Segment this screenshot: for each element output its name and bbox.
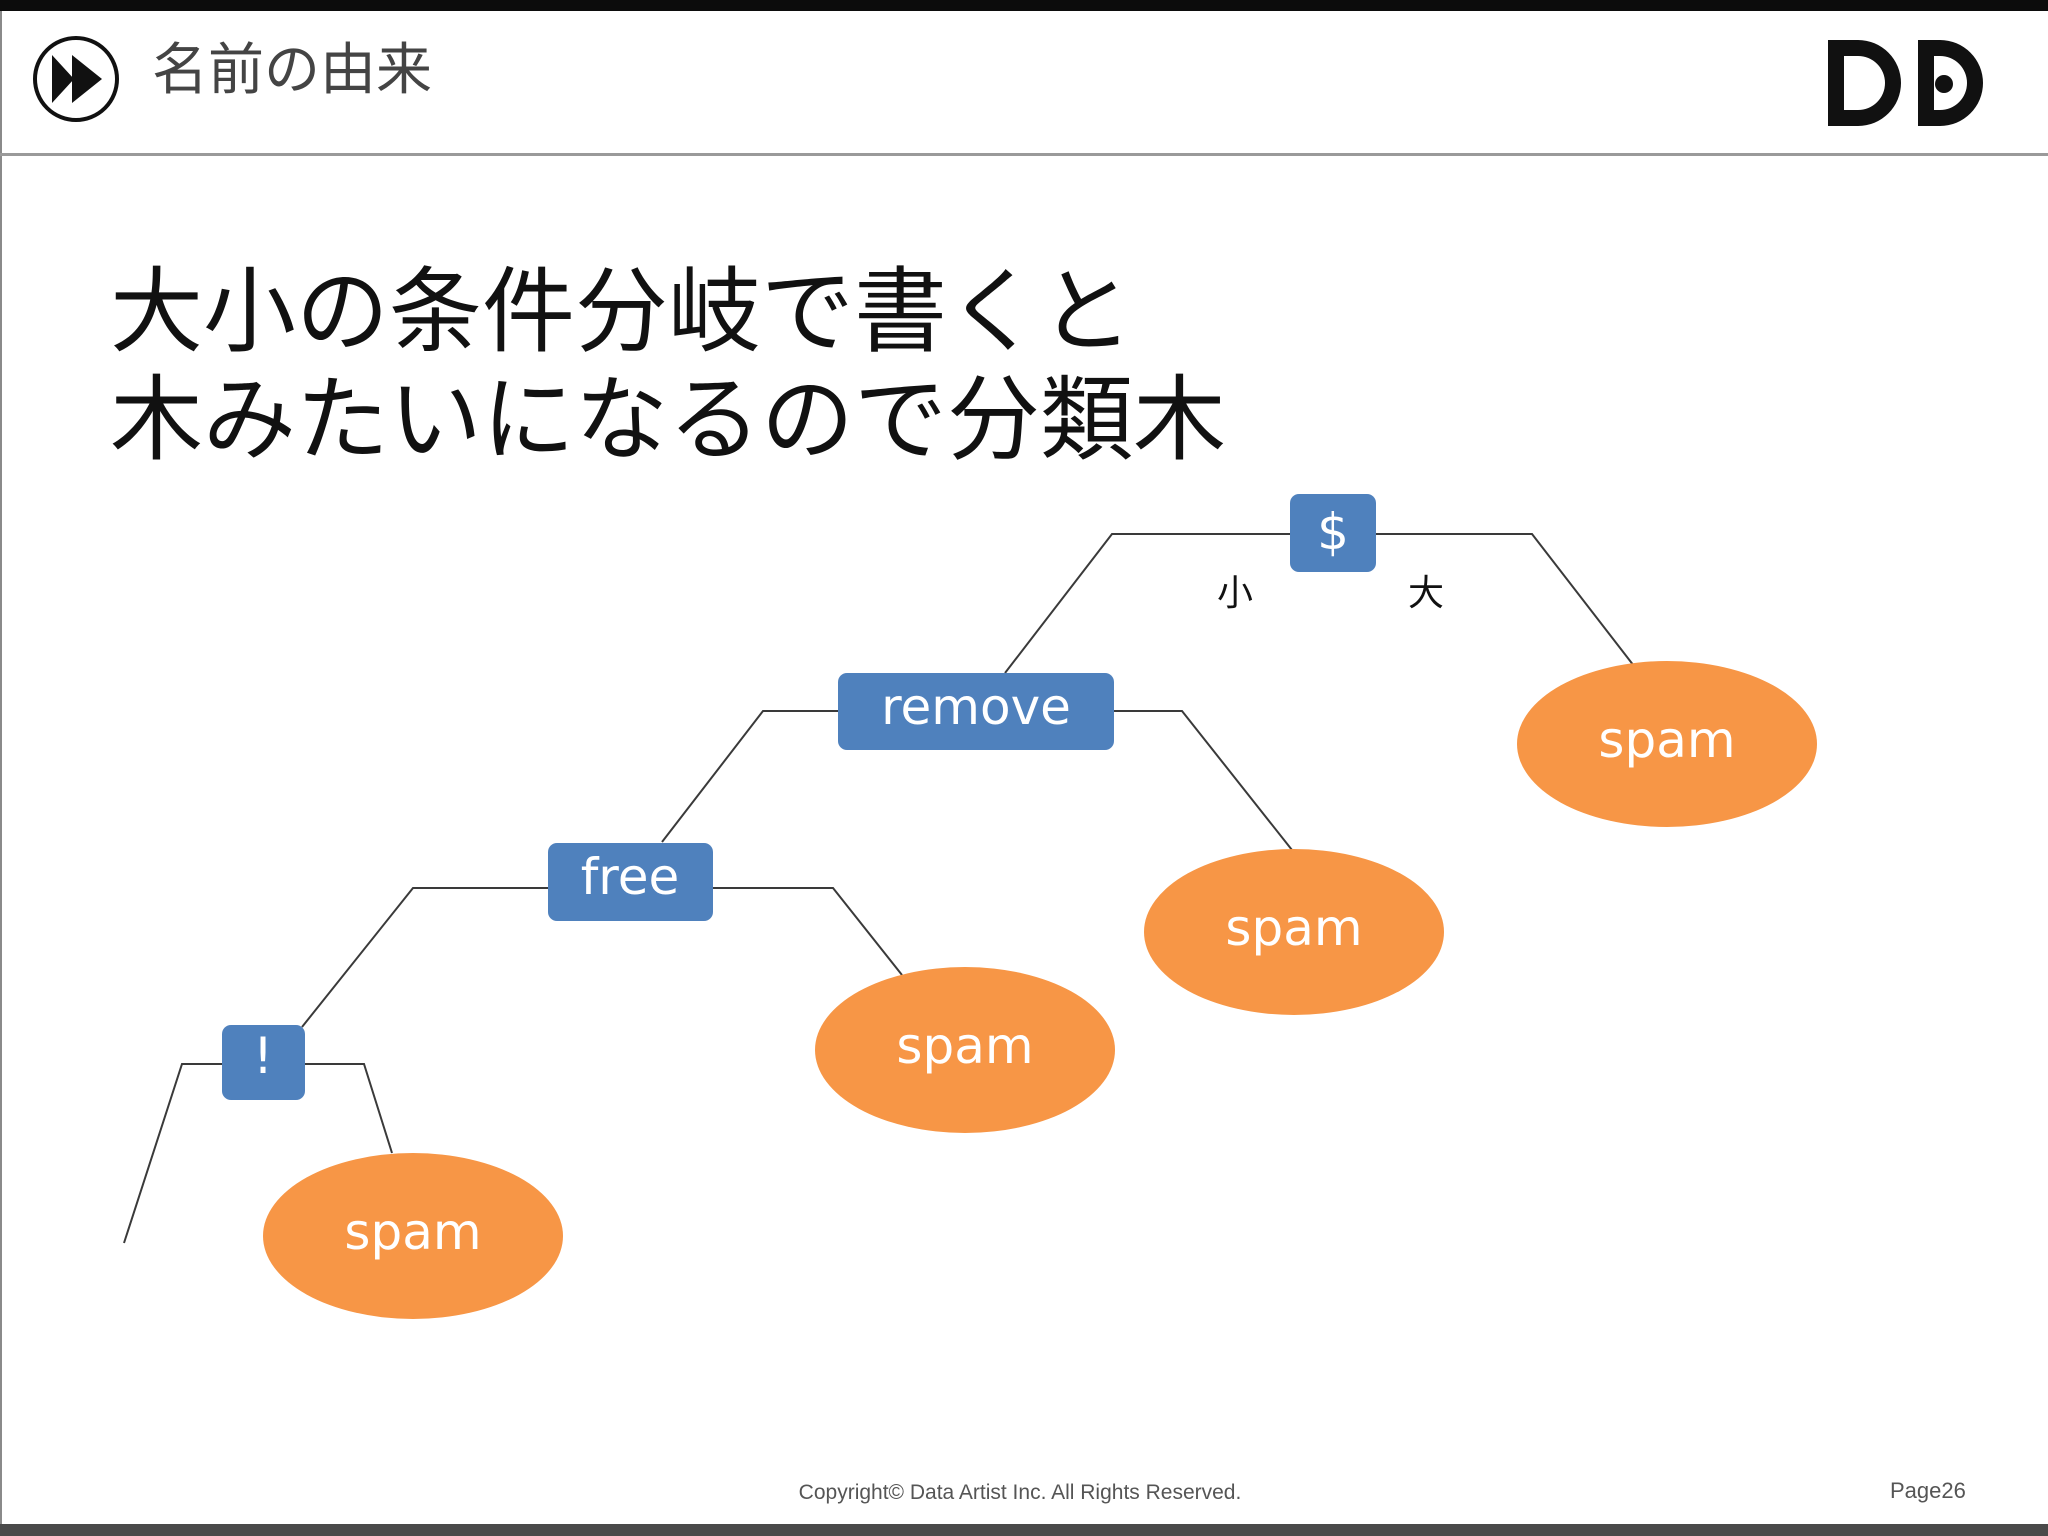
leaf-spam-4: spam <box>263 1153 563 1319</box>
branch-label-small: 小 <box>1217 573 1253 614</box>
branch-label-large: 大 <box>1408 573 1444 614</box>
section-title: 名前の由来 <box>152 38 432 103</box>
svg-text:free: free <box>581 848 680 906</box>
svg-text:$: $ <box>1317 503 1349 561</box>
company-logo: DP <box>1828 40 1983 126</box>
svg-text:!: ! <box>253 1027 273 1085</box>
edge-bang-right <box>305 1063 393 1154</box>
top-border <box>0 0 2048 11</box>
edge-remove-right <box>1114 710 1293 851</box>
slide-headline: 大小の条件分岐で書くと 木みたいになるので分類木 <box>110 258 1510 474</box>
decision-node-free: free <box>548 843 713 921</box>
headline-line-1: 大小の条件分岐で書くと <box>110 258 1133 366</box>
decision-node-remove: remove <box>838 673 1114 750</box>
leaf-spam-2: spam <box>1144 849 1444 1015</box>
play-arrow-icon <box>33 36 119 122</box>
svg-text:spam: spam <box>1598 711 1735 769</box>
header-divider <box>0 153 2048 156</box>
bottom-border <box>0 1524 2048 1536</box>
decision-node-exclamation: ! <box>222 1025 305 1100</box>
edge-free-right <box>713 887 903 976</box>
edge-remove-left <box>661 710 838 843</box>
svg-text:spam: spam <box>1225 899 1362 957</box>
edge-free-left <box>301 887 548 1028</box>
leaf-spam-1: spam <box>1517 661 1817 827</box>
leaf-spam-3: spam <box>815 967 1115 1133</box>
edge-root-right <box>1376 533 1635 667</box>
svg-text:spam: spam <box>344 1203 481 1261</box>
svg-text:spam: spam <box>896 1017 1033 1075</box>
headline-line-2: 木みたいになるので分類木 <box>110 366 1226 474</box>
decision-node-dollar: $ <box>1290 494 1376 572</box>
edge-root-left <box>1004 533 1290 674</box>
svg-text:remove: remove <box>881 678 1071 736</box>
left-border <box>0 11 2 1524</box>
footer-page-number: Page26 <box>1890 1478 1966 1503</box>
footer-copyright: Copyright© Data Artist Inc. All Rights R… <box>798 1481 1242 1504</box>
edge-bang-left <box>123 1063 222 1244</box>
